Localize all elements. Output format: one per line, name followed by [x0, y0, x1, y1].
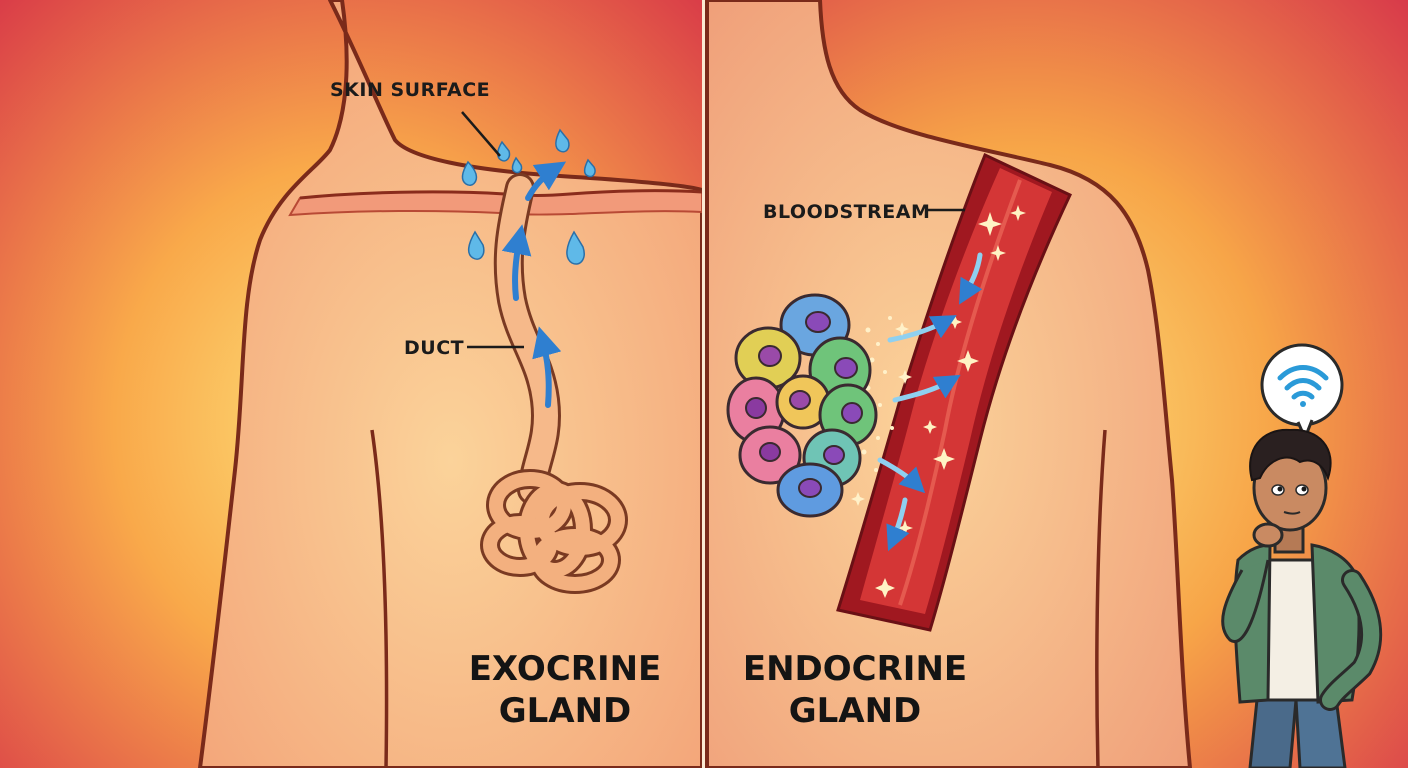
duct-arrow [532, 326, 562, 408]
droplet [497, 140, 511, 162]
sparkle [923, 420, 937, 434]
thought-bubble [1260, 343, 1344, 440]
endocrine-cell-cluster [726, 293, 878, 518]
skin-surface-leader [461, 111, 501, 157]
secretion-arrow [892, 374, 961, 403]
sparkle [978, 212, 1002, 236]
panel-divider [702, 0, 707, 768]
skin-surface-label: SKIN SURFACE [330, 79, 490, 101]
sparkle [875, 578, 895, 598]
droplet [461, 160, 478, 186]
person-arm [1322, 572, 1380, 708]
droplet [467, 230, 485, 260]
exocrine-title-line1: EXOCRINE [469, 649, 662, 689]
coiled-sweat-gland [480, 469, 628, 594]
endocrine-panel: BLOODSTREAM ENDOCRINE GLAND [705, 0, 1408, 768]
secretion-arrow [877, 457, 926, 494]
secretion-arrow [887, 315, 957, 343]
exocrine-title-line2: GLAND [499, 691, 632, 731]
person-arm-raised [1221, 559, 1270, 643]
person-hair [1249, 428, 1332, 482]
bloodstream-label: BLOODSTREAM [763, 201, 930, 223]
endocrine-arm-crease [1095, 429, 1107, 768]
droplet [566, 230, 585, 265]
droplet [555, 128, 570, 153]
endocrine-title-line1: ENDOCRINE [743, 649, 967, 689]
hormone-flow-arrows [877, 252, 983, 552]
droplet [511, 156, 523, 174]
sparkle [990, 245, 1006, 261]
exocrine-arm-crease [370, 429, 389, 768]
person-mouth [1283, 511, 1301, 515]
sparkle [1010, 205, 1026, 221]
person-hand [1252, 522, 1284, 548]
droplet [583, 158, 596, 178]
thinking-person [1221, 343, 1383, 768]
exocrine-panel: SKIN SURFACE DUCT EXOCRINE GLAND [0, 0, 704, 768]
endocrine-title-line2: GLAND [789, 691, 922, 731]
duct-arrow [501, 224, 532, 301]
vessel-arrow [886, 497, 910, 552]
sparkle [957, 350, 979, 372]
sweat-droplets [461, 128, 596, 265]
vessel-arrow [959, 252, 983, 305]
duct-label: DUCT [404, 337, 464, 359]
wifi-icon [1277, 365, 1329, 407]
secretion-flow-arrows [501, 161, 567, 408]
sparkle [933, 448, 955, 470]
duct-arrow [525, 161, 567, 201]
